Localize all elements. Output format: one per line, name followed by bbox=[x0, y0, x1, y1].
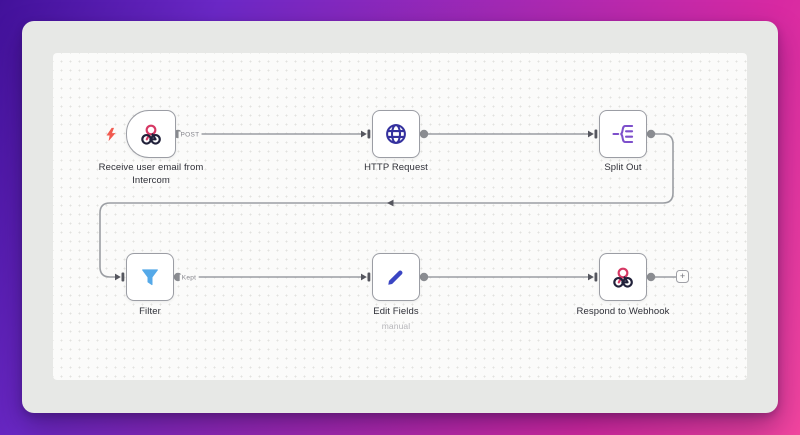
filter-icon bbox=[142, 269, 158, 286]
node-filter[interactable] bbox=[126, 253, 174, 301]
node-sublabel-manual: manual bbox=[381, 320, 411, 331]
node-label-respond-to-webhook: Respond to Webhook bbox=[576, 306, 670, 317]
globe-icon bbox=[386, 124, 406, 144]
node-respond-to-webhook[interactable] bbox=[599, 253, 647, 301]
node-label-trigger: Receive user email from Intercom bbox=[98, 162, 204, 186]
node-label-edit-fields: Edit Fields bbox=[373, 306, 419, 317]
node-receive-user-email-from-intercom[interactable] bbox=[126, 110, 176, 158]
node-label-http-request: HTTP Request bbox=[364, 162, 428, 173]
trigger-bolt-icon bbox=[106, 127, 116, 142]
node-http-request[interactable] bbox=[372, 110, 420, 158]
node-split-out[interactable] bbox=[599, 110, 647, 158]
trigger-method-label: POST bbox=[178, 131, 202, 138]
node-edit-fields[interactable] bbox=[372, 253, 420, 301]
filter-kept-label: Kept bbox=[179, 274, 199, 281]
node-label-split-out: Split Out bbox=[604, 162, 642, 173]
webhook-icon bbox=[613, 267, 633, 288]
node-label-filter: Filter bbox=[139, 306, 161, 317]
add-node-button[interactable]: + bbox=[676, 270, 689, 283]
webhook-icon bbox=[141, 124, 161, 145]
editor-card bbox=[22, 21, 778, 413]
node-label-edit-fields-group: Edit Fields manual bbox=[326, 306, 466, 332]
split-out-icon bbox=[612, 124, 634, 144]
pencil-icon bbox=[388, 270, 403, 285]
